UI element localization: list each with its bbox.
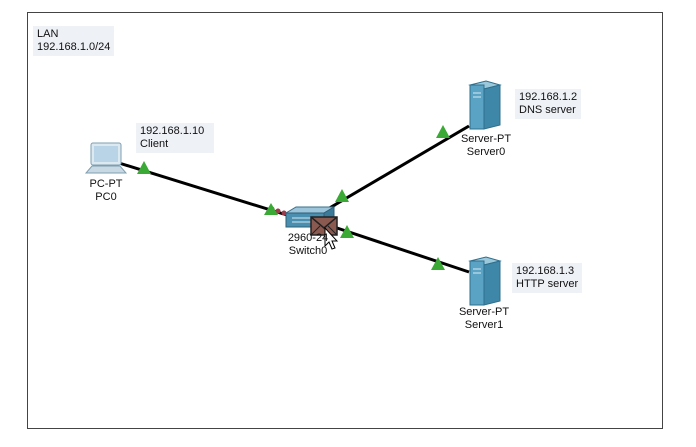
server-tower-icon[interactable] xyxy=(468,80,502,130)
pc0-name: PC0 xyxy=(95,191,117,203)
link-up-triangle xyxy=(340,225,354,238)
desktop-pc-icon[interactable] xyxy=(84,142,128,174)
mouse-pointer-icon xyxy=(324,226,339,250)
envelope-icon[interactable] xyxy=(310,216,338,236)
link-status-indicators xyxy=(137,125,450,270)
server1-label: Server-PT Server1 xyxy=(452,306,516,332)
server0-type: Server-PT xyxy=(460,133,512,145)
link-up-triangle xyxy=(335,189,349,202)
topology-drawing xyxy=(84,80,502,306)
lan-note-title: LAN xyxy=(37,28,59,40)
server1-name: Server1 xyxy=(464,319,504,331)
link-up-triangle xyxy=(264,203,278,215)
link-up-triangle xyxy=(137,161,151,174)
link-up-triangle xyxy=(431,257,445,270)
server1-ip: 192.168.1.3 xyxy=(516,265,575,277)
pc0-label: PC-PT PC0 xyxy=(78,178,134,204)
server0-role: DNS server xyxy=(519,104,576,116)
link-up-triangle xyxy=(436,125,450,138)
switch0-name: Switch0 xyxy=(288,245,328,257)
server0-name: Server0 xyxy=(466,146,506,158)
workspace-canvas[interactable]: LAN 192.168.1.0/24 192.168.1.10 Client P… xyxy=(27,12,663,429)
pc0-type: PC-PT xyxy=(89,178,123,190)
pc0-note[interactable]: 192.168.1.10 Client xyxy=(136,123,214,153)
server1-role: HTTP server xyxy=(516,278,579,290)
server0-note[interactable]: 192.168.1.2 DNS server xyxy=(515,89,582,119)
server1-note[interactable]: 192.168.1.3 HTTP server xyxy=(512,263,583,293)
link-switch0-server1[interactable] xyxy=(327,223,470,274)
server0-ip: 192.168.1.2 xyxy=(519,91,578,103)
server0-label: Server-PT Server0 xyxy=(454,133,518,159)
lan-note-subnet: 192.168.1.0/24 xyxy=(37,41,111,53)
switch0-type: 2960-24 xyxy=(287,232,329,244)
pc0-ip: 192.168.1.10 xyxy=(140,125,205,137)
switch0-label: 2960-24 Switch0 xyxy=(280,232,336,258)
server1-type: Server-PT xyxy=(458,306,510,318)
lan-note[interactable]: LAN 192.168.1.0/24 xyxy=(33,26,115,56)
pc0-role: Client xyxy=(140,138,169,150)
server-tower-icon[interactable] xyxy=(468,256,502,306)
